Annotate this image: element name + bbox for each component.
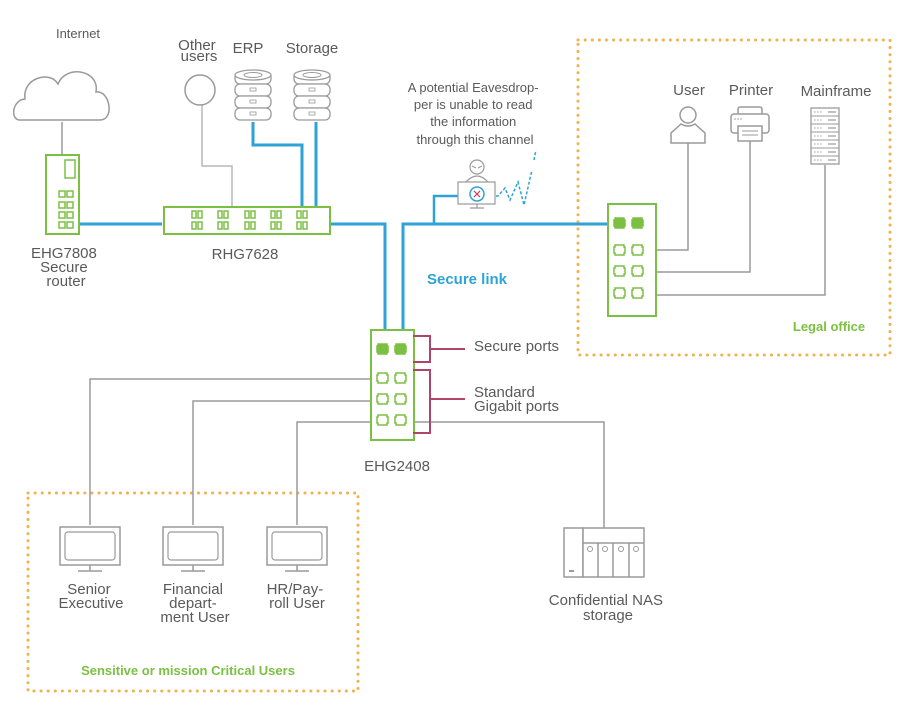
switch-port [270,221,276,230]
switch-icon [370,329,415,441]
sensitive-zone-label: Sensitive or mission Critical Users [81,663,295,678]
db-disk-light [308,87,316,92]
monitor-icon [59,526,121,572]
database-icon [234,69,272,121]
nas-label: Confidential NAS storage [549,592,667,624]
standard-port [376,393,389,405]
standard-port [631,287,644,299]
db-disk [234,95,272,109]
internet-label: Internet [56,26,100,41]
printer-label: Printer [729,82,773,99]
storage-label: Storage [286,40,339,57]
legal-office-zone [576,38,892,357]
standard-ports-label: Standard Gigabit ports [474,384,559,415]
standard-links [61,103,826,528]
financial-label: Financial depart- ment User [160,581,229,626]
port-brackets [413,335,465,434]
switch-port [191,221,197,230]
mainframe-label: Mainframe [801,83,872,100]
legal-user-label: User [673,82,705,99]
nas-icon [563,527,645,578]
switch-port [302,210,308,219]
db-disk [234,107,272,121]
switch-port [296,210,302,219]
db-disk-light [249,111,257,116]
printer-icon [730,106,770,142]
database-icon [293,69,331,121]
secure-port [613,217,626,229]
db-disk-light [249,99,257,104]
switch-icon [163,206,331,235]
switch-port [250,221,256,230]
sensitive-users-zone [26,491,360,693]
standard-port [394,372,407,384]
switch-port [244,221,250,230]
standard-port [394,393,407,405]
switch-port [244,210,250,219]
db-disk [293,107,331,121]
monitor-icon [266,526,328,572]
db-disk [293,95,331,109]
db-disk-light [249,87,257,92]
router-icon [45,154,80,235]
switch-port [296,221,302,230]
switch-port [270,210,276,219]
secure-links [78,122,615,343]
switch-port [276,221,282,230]
hr-label: HR/Pay- roll User [267,581,328,612]
switch-port [223,221,229,230]
db-disk-light [308,111,316,116]
other-users-label: Other users [178,37,220,65]
user-circle-icon [184,74,216,106]
switch-port [223,210,229,219]
access-switch-label: EHG2408 [364,458,430,475]
standard-port [613,244,626,256]
switch-port [197,221,203,230]
db-top [234,69,272,81]
standard-port [394,414,407,426]
db-disk [293,83,331,97]
secure-link-label: Secure link [427,271,508,288]
monitor-icon [162,526,224,572]
db-disk [234,83,272,97]
switch-port [217,221,223,230]
standard-port [613,287,626,299]
db-disk-light [308,99,316,104]
senior-exec-label: Senior Executive [58,581,123,612]
secure-port [631,217,644,229]
cloud-icon [13,71,110,121]
erp-label: ERP [233,40,264,57]
standard-port [631,244,644,256]
eavesdropper-icon [457,159,496,209]
switch-port [302,221,308,230]
standard-port [631,265,644,277]
standard-port [376,372,389,384]
legal-office-label: Legal office [793,319,865,334]
secure-port [394,343,407,355]
switch-port [250,210,256,219]
user-icon [670,106,706,144]
db-top-inner [302,72,322,78]
switch-port [217,210,223,219]
eavesdropper-note: A potential Eavesdrop- per is unable to … [408,80,542,147]
switch-icon [607,203,657,317]
switch-port [191,210,197,219]
server-rack-icon [810,107,840,165]
standard-port [376,414,389,426]
switch-port [197,210,203,219]
standard-port [613,265,626,277]
router-label: EHG7808 Secure router [31,245,101,290]
db-top [293,69,331,81]
switch-port [276,210,282,219]
secure-port [376,343,389,355]
secure-ports-label: Secure ports [474,338,559,355]
db-top-inner [243,72,263,78]
core-switch-label: RHG7628 [212,246,279,263]
